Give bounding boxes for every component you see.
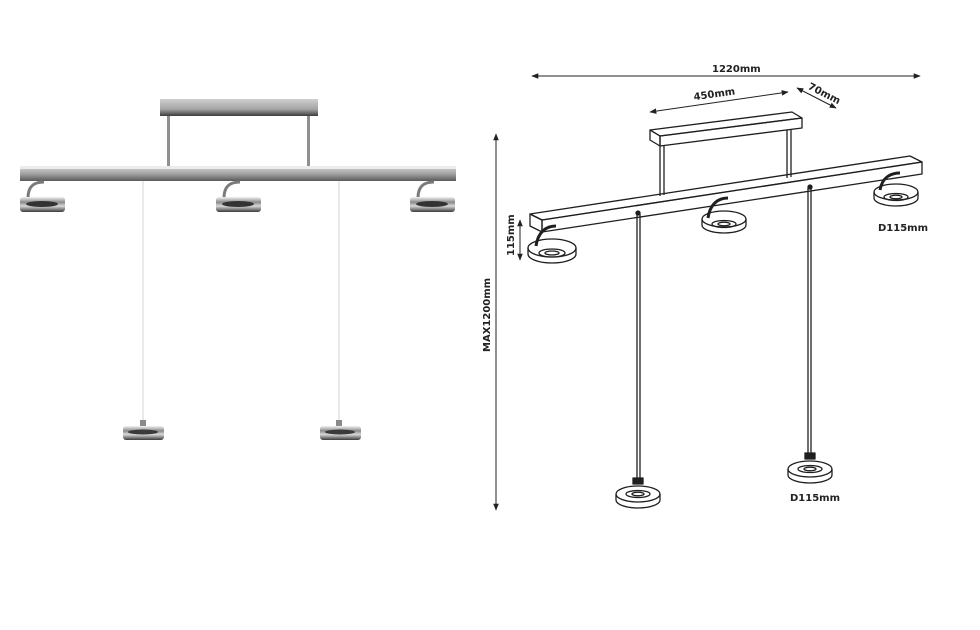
canopy-length-dimension [649,90,789,114]
photo-fixed-head-2 [216,180,261,212]
photo-pendant-head-1 [123,420,164,440]
photo-rod-left [167,116,170,167]
drawing-pendant-head-2 [787,452,833,484]
label-max-drop: MAX1200mm [482,278,493,352]
product-photo [20,99,456,440]
drawing-fixed-head-3 [873,171,919,207]
photo-canopy [160,99,318,116]
label-head-height: 115mm [506,214,517,256]
photo-pendant-head-2 [320,420,361,440]
photo-fixed-head-3 [410,180,455,212]
drawing-fixed-head-2 [701,196,747,234]
photo-main-bar [20,166,456,181]
canopy-depth-dimension [796,87,837,109]
label-length: 1220mm [712,64,761,75]
photo-fixed-head-1 [20,180,65,212]
photo-rod-right [307,116,310,167]
drawing-fixed-head-1 [527,224,577,264]
drawing-pendant-head-1 [615,477,661,509]
technical-drawing [493,73,923,511]
label-pendant-head-diameter: D115mm [790,493,840,504]
label-canopy-depth: 70mm [806,81,842,107]
label-fixed-head-diameter: D115mm [878,223,928,234]
drawing-canopy [649,111,803,147]
